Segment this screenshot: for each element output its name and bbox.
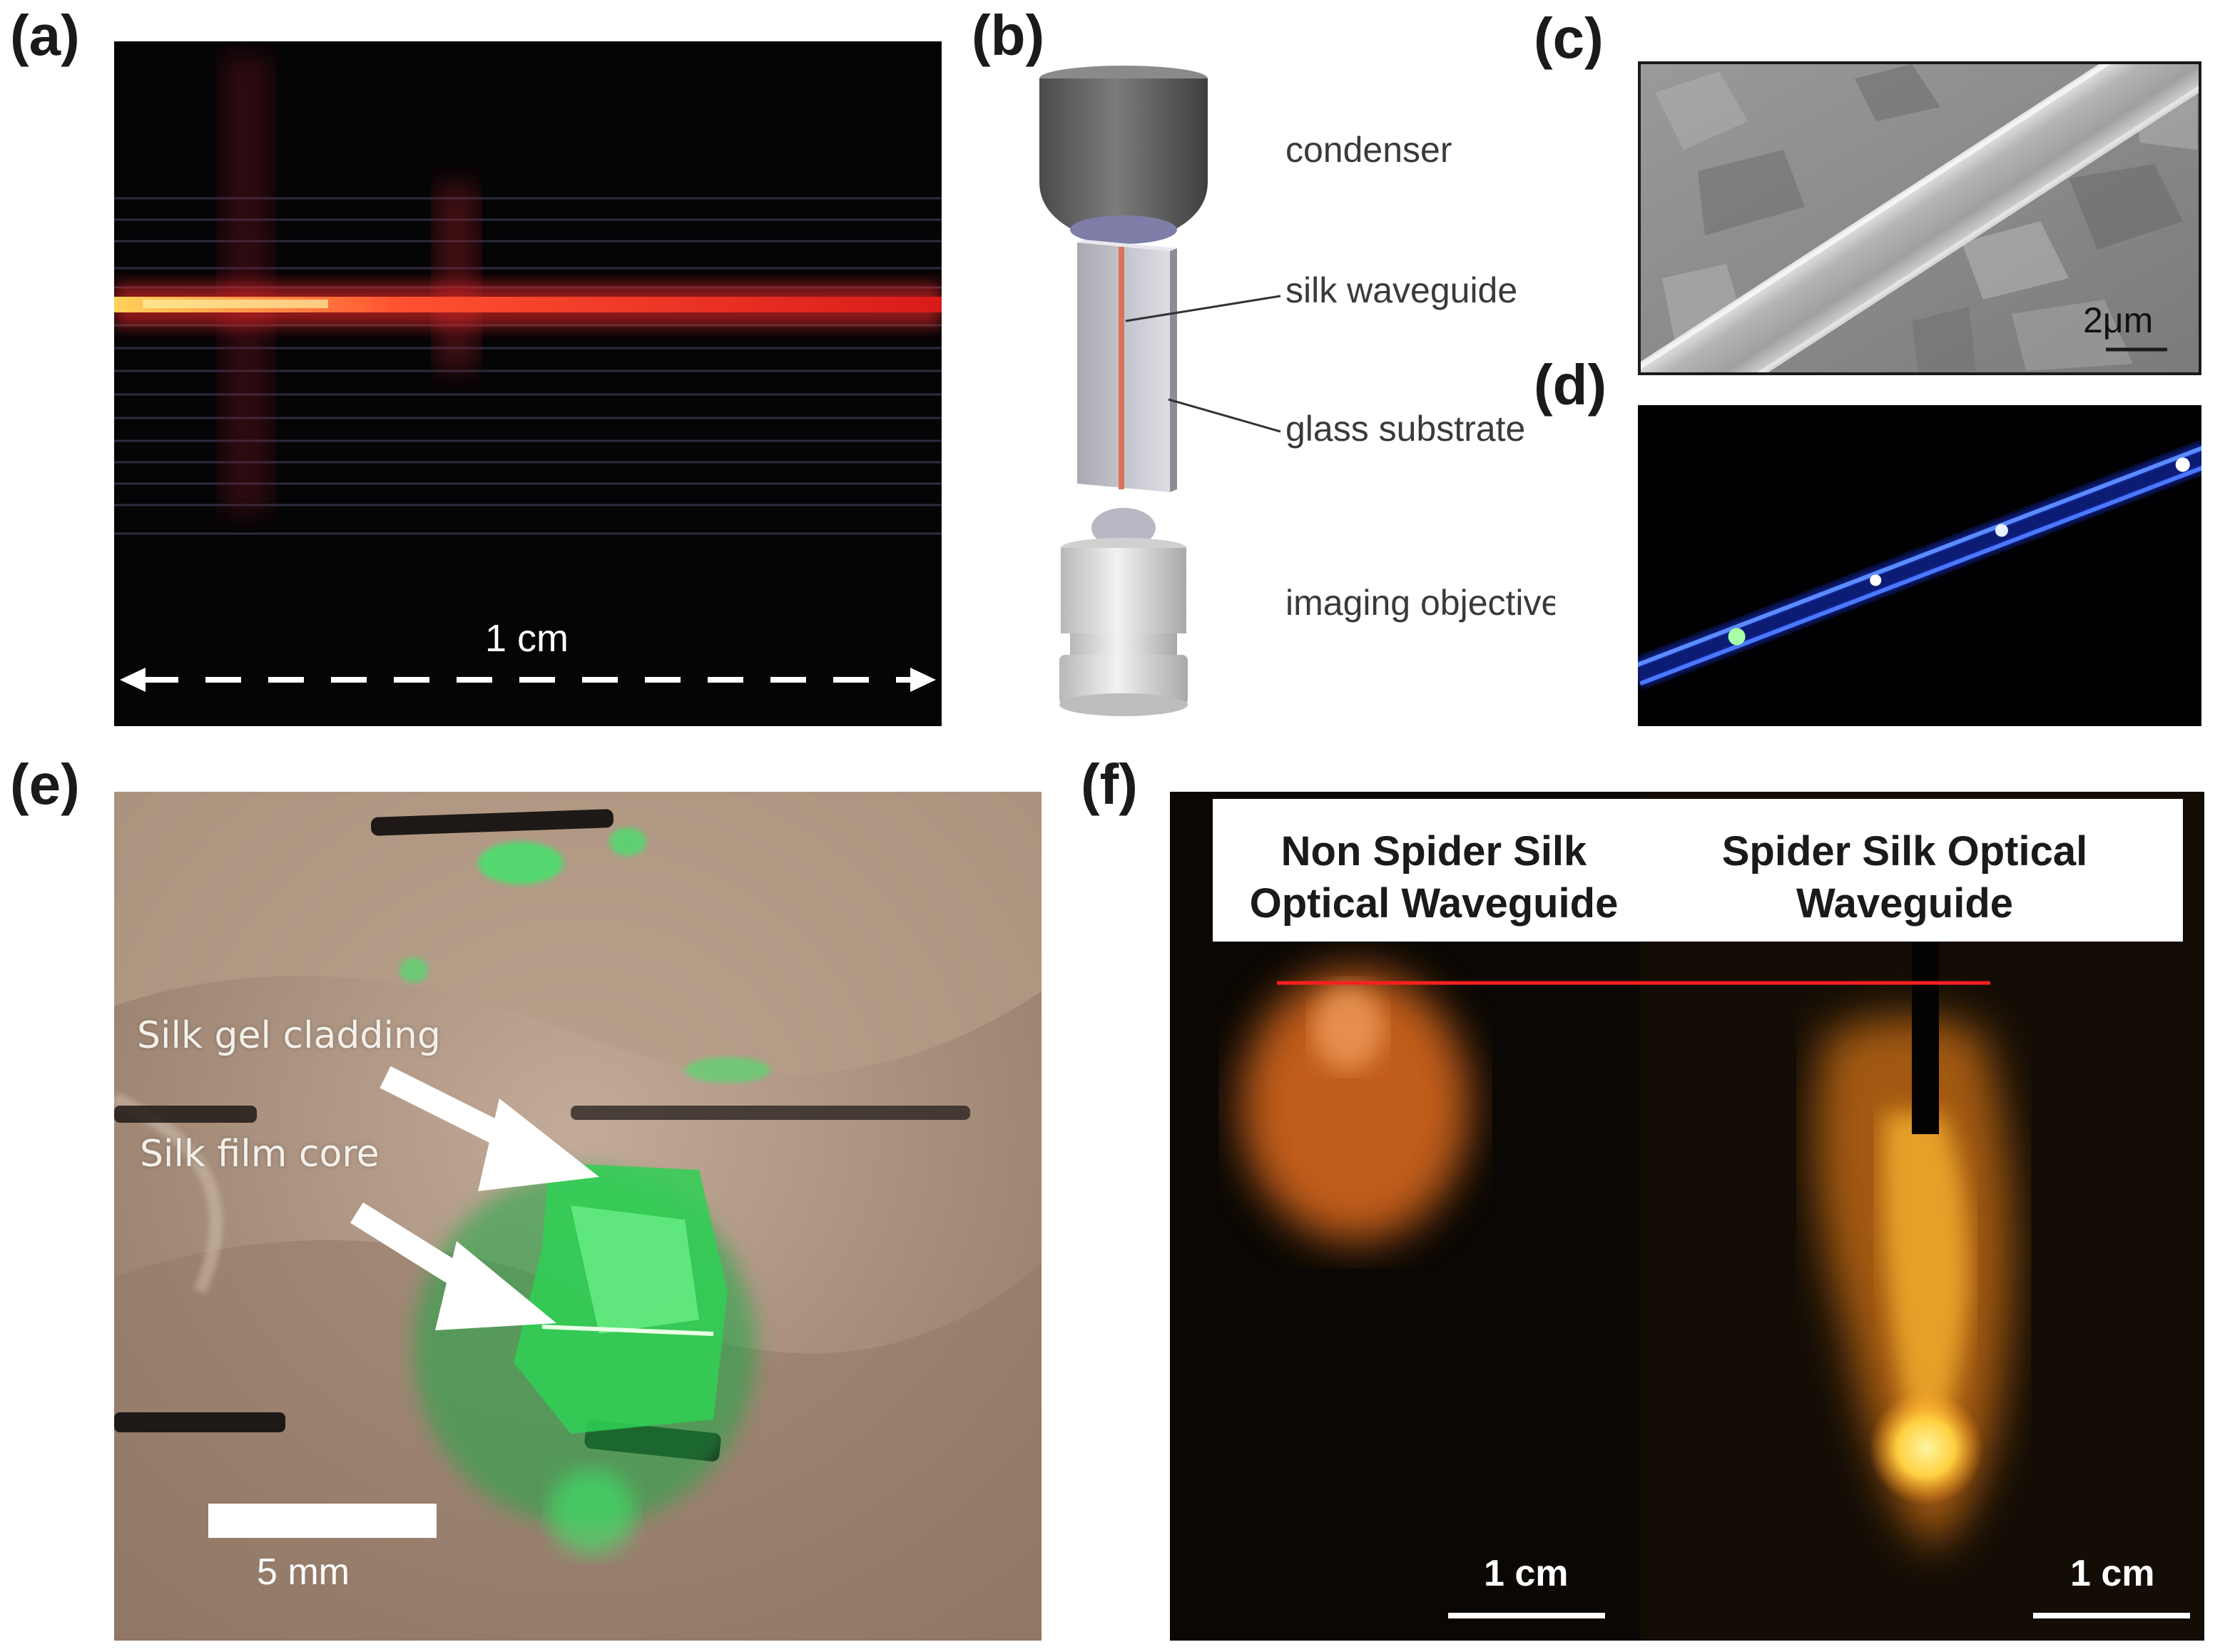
panel-e-scale-text: 5 mm	[257, 1551, 350, 1593]
arrow-cladding	[380, 1066, 599, 1191]
panel-label-e: (e)	[10, 753, 80, 816]
label-glass-substrate: glass substrate	[1285, 409, 1526, 449]
panel-b-diagram: condenser silk waveguide glass substrate…	[999, 64, 1555, 728]
heading-non-spider-line-2: Optical Waveguide	[1249, 879, 1619, 927]
panel-f-scale-left: 1 cm	[1484, 1553, 1569, 1594]
panel-a-scale-arrow	[120, 668, 936, 692]
label-imaging-objective: imaging objective	[1285, 583, 1555, 623]
heading-non-spider-silk: Non Spider Silk Optical Waveguide	[1213, 826, 1655, 929]
annotation-silk-gel-cladding: Silk gel cladding	[137, 1014, 441, 1057]
arrow-core	[350, 1202, 556, 1330]
panel-a-scale-text: 1 cm	[485, 617, 569, 660]
panel-label-b: (b)	[972, 4, 1045, 67]
heading-spider-silk: Spider Silk Optical Waveguide	[1684, 826, 2126, 929]
condenser-icon	[1039, 66, 1208, 244]
imaging-objective-icon	[1059, 508, 1188, 716]
panel-c-sem-image: 2μm	[1638, 61, 2201, 375]
panel-label-a: (a)	[10, 4, 80, 67]
panel-e-image: Silk gel cladding Silk film core 5 mm	[114, 792, 1042, 1641]
label-condenser: condenser	[1285, 130, 1452, 170]
panel-label-f: (f)	[1081, 753, 1138, 816]
heading-spider-line-1: Spider Silk Optical	[1721, 828, 2088, 875]
glass-substrate-icon	[1077, 240, 1177, 492]
panel-a-image: 1 cm	[114, 41, 942, 726]
heading-spider-line-2: Waveguide	[1796, 879, 2014, 927]
heading-non-spider-line-1: Non Spider Silk	[1280, 828, 1587, 875]
annotation-silk-film-core: Silk film core	[140, 1133, 380, 1176]
panel-label-c: (c)	[1534, 6, 1604, 70]
panel-f-image: Non Spider Silk Optical Waveguide Spider…	[1170, 792, 2204, 1641]
label-silk-waveguide: silk waveguide	[1285, 270, 1518, 310]
panel-c-scale-text: 2μm	[2083, 300, 2154, 340]
panel-d-image	[1638, 405, 2201, 726]
panel-f-scale-right: 1 cm	[2070, 1553, 2155, 1594]
panel-f-header-box	[1213, 799, 2183, 942]
panel-label-d: (d)	[1534, 353, 1607, 417]
